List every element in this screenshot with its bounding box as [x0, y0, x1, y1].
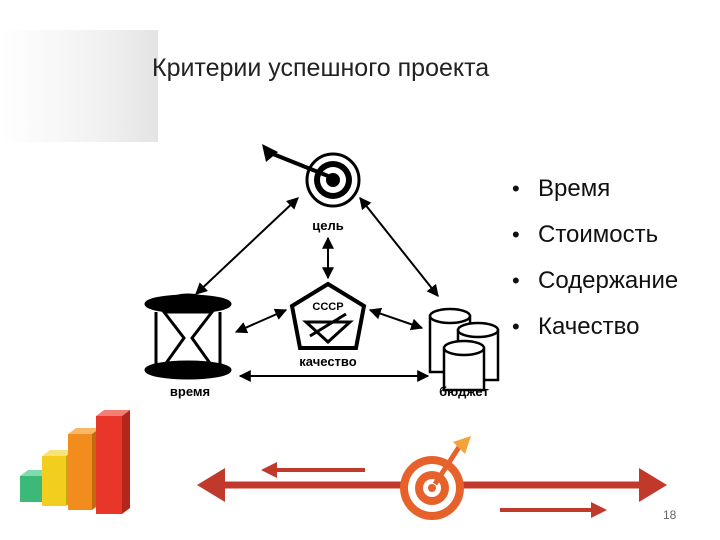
bullseye-icon [400, 436, 471, 520]
thin-arrow-right [500, 502, 607, 518]
thin-arrow-left [261, 462, 365, 478]
list-item: • Время [512, 166, 678, 212]
bullet-marker: • [512, 314, 520, 339]
arrow-quality-time [234, 308, 288, 334]
slide-title: Критерии успешного проекта [152, 54, 490, 82]
hourglass-icon [144, 293, 232, 380]
arrow-goal-time [195, 197, 299, 295]
connector-arrows [195, 197, 439, 382]
list-item-text: Стоимость [538, 221, 659, 248]
list-item: • Качество [512, 304, 678, 350]
list-item-text: Качество [538, 313, 640, 340]
list-item-text: Время [538, 175, 611, 202]
left-shade [0, 30, 158, 142]
list-item: • Содержание [512, 258, 678, 304]
bullet-marker: • [512, 222, 520, 247]
bullet-marker: • [512, 268, 520, 293]
quality-badge-icon [289, 281, 367, 350]
criteria-list: • Время • Стоимость • Содержание • Качество [512, 166, 678, 350]
arrow-quality-budget [368, 307, 424, 331]
coins-icon [428, 307, 500, 392]
goal-label: цель [312, 218, 343, 233]
time-label: время [170, 384, 210, 399]
criteria-diagram: цель СССР качество время бюджет [144, 144, 500, 399]
list-item: • Стоимость [512, 212, 678, 258]
arrow-goal-budget [359, 197, 439, 297]
bottom-graphic [197, 436, 667, 520]
page-number: 18 [663, 508, 677, 522]
bullet-marker: • [512, 176, 520, 201]
bar-chart-icon [20, 410, 130, 514]
quality-label: качество [299, 354, 356, 369]
target-icon [262, 144, 361, 208]
budget-label: бюджет [439, 384, 489, 399]
list-item-text: Содержание [538, 267, 679, 294]
quality-badge-text: СССР [312, 301, 343, 313]
